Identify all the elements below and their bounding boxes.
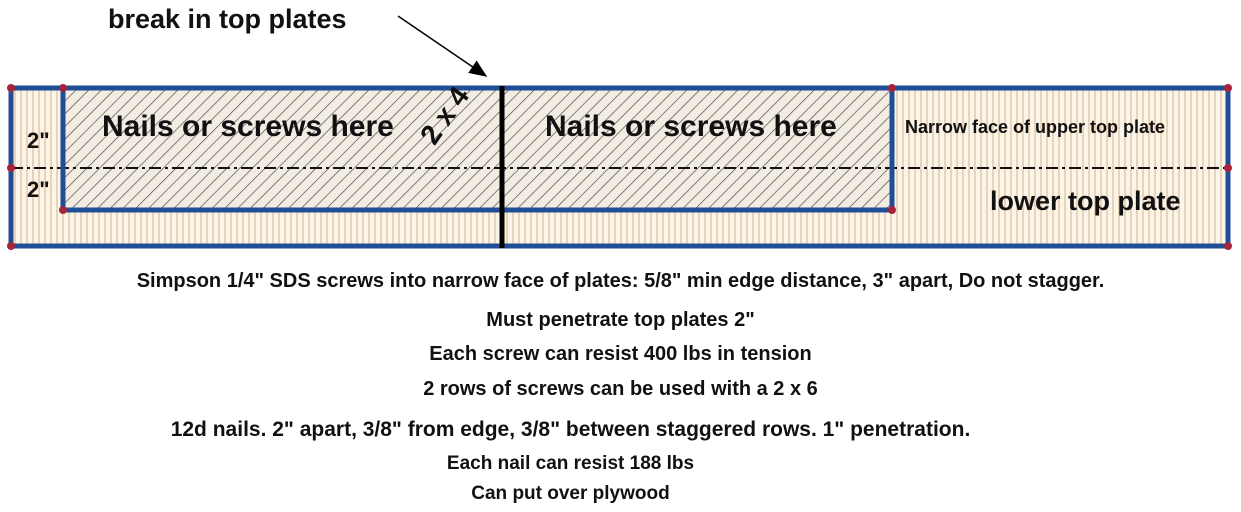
- note-two-rows: 2 rows of screws can be used with a 2 x …: [423, 378, 818, 400]
- nailing-zone-right-label: Nails or screws here: [545, 110, 837, 143]
- corner-dots: [7, 84, 1232, 250]
- dimension-lower-label: 2": [27, 177, 50, 202]
- lower-plate-label: lower top plate: [990, 186, 1181, 216]
- nailing-zone-left-label: Nails or screws here: [102, 110, 394, 143]
- callout-arrow: [397, 15, 488, 77]
- note-plywood: Can put over plywood: [471, 483, 670, 504]
- note-sds-screws: Simpson 1/4" SDS screws into narrow face…: [136, 270, 1105, 292]
- dimension-upper-label: 2": [27, 128, 50, 153]
- note-screw-tension: Each screw can resist 400 lbs in tension: [429, 343, 812, 365]
- nailing-zone-left: [63, 90, 500, 210]
- nailing-zone-right: [500, 90, 892, 210]
- nailing-zone-outline: [60, 85, 895, 213]
- note-nail-resistance: Each nail can resist 188 lbs: [446, 453, 695, 474]
- callout-label: break in top plates: [108, 4, 347, 34]
- note-penetration: Must penetrate top plates 2": [486, 309, 755, 331]
- note-12d-nails: 12d nails. 2" apart, 3/8" from edge, 3/8…: [170, 418, 971, 441]
- upper-plate-face-label: Narrow face of upper top plate: [905, 117, 1166, 137]
